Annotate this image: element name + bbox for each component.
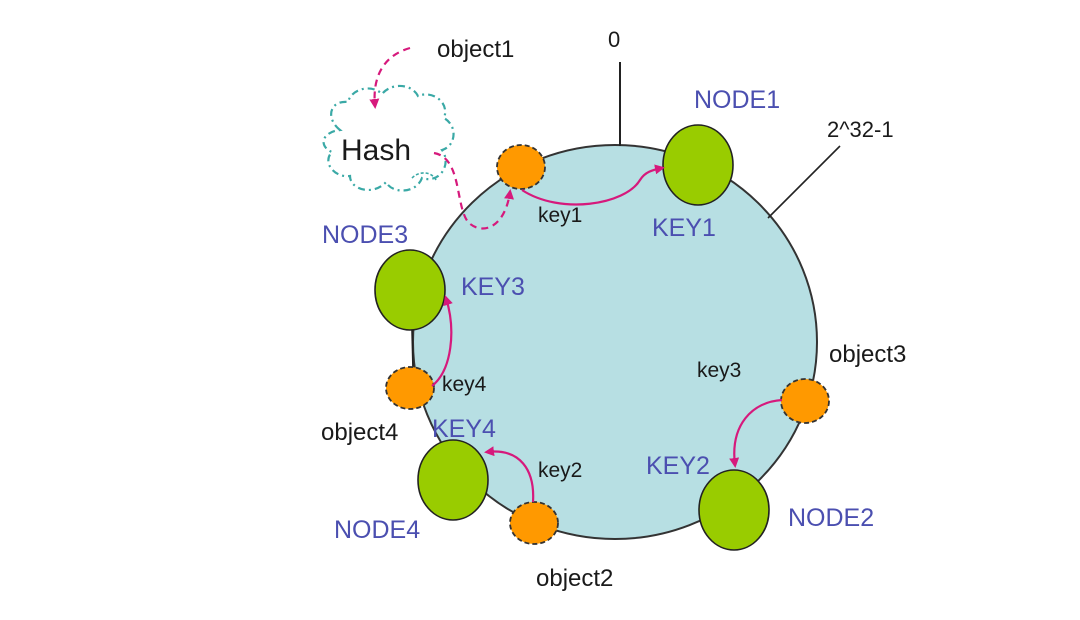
hash-function-cloud	[322, 84, 455, 192]
object2-label: object2	[536, 565, 613, 592]
object1-label: object1	[437, 36, 514, 63]
key1-label: key1	[538, 204, 582, 227]
node2-circle[interactable]	[698, 469, 770, 551]
ring-max-label: 2^32-1	[827, 117, 894, 142]
arrow-key1-to-node1	[521, 164, 665, 206]
arrow-key4-to-node3	[431, 295, 453, 387]
object1-circle[interactable]	[496, 144, 546, 190]
node2-key-label: KEY2	[646, 452, 710, 480]
node4-circle[interactable]	[417, 439, 489, 521]
node3-circle[interactable]	[374, 249, 446, 331]
node1-circle[interactable]	[662, 124, 734, 206]
object4-label: object4	[321, 419, 398, 446]
arrow-object1-to-hash	[369, 46, 411, 109]
key3-label: key3	[697, 359, 741, 382]
key4-label: key4	[442, 373, 487, 396]
arrow-key2-to-node4	[484, 446, 535, 503]
object2-circle[interactable]	[509, 501, 559, 545]
hash-label: Hash	[341, 134, 411, 167]
node4-key-label: KEY4	[432, 415, 496, 443]
node3-label: NODE3	[322, 221, 408, 249]
ring-max-marker	[767, 145, 841, 219]
object3-label: object3	[829, 341, 906, 368]
ring-zero-label: 0	[608, 27, 620, 52]
object4-circle[interactable]	[385, 366, 435, 410]
node1-label: NODE1	[694, 86, 780, 114]
node3-to-object4-line	[411, 329, 414, 371]
node2-label: NODE2	[788, 504, 874, 532]
node3-key-label: KEY3	[461, 273, 525, 301]
arrow-object3-to-node2	[729, 398, 783, 468]
node4-label: NODE4	[334, 516, 420, 544]
object3-circle[interactable]	[780, 378, 830, 424]
node1-key-label: KEY1	[652, 214, 716, 242]
key2-label: key2	[538, 459, 582, 482]
